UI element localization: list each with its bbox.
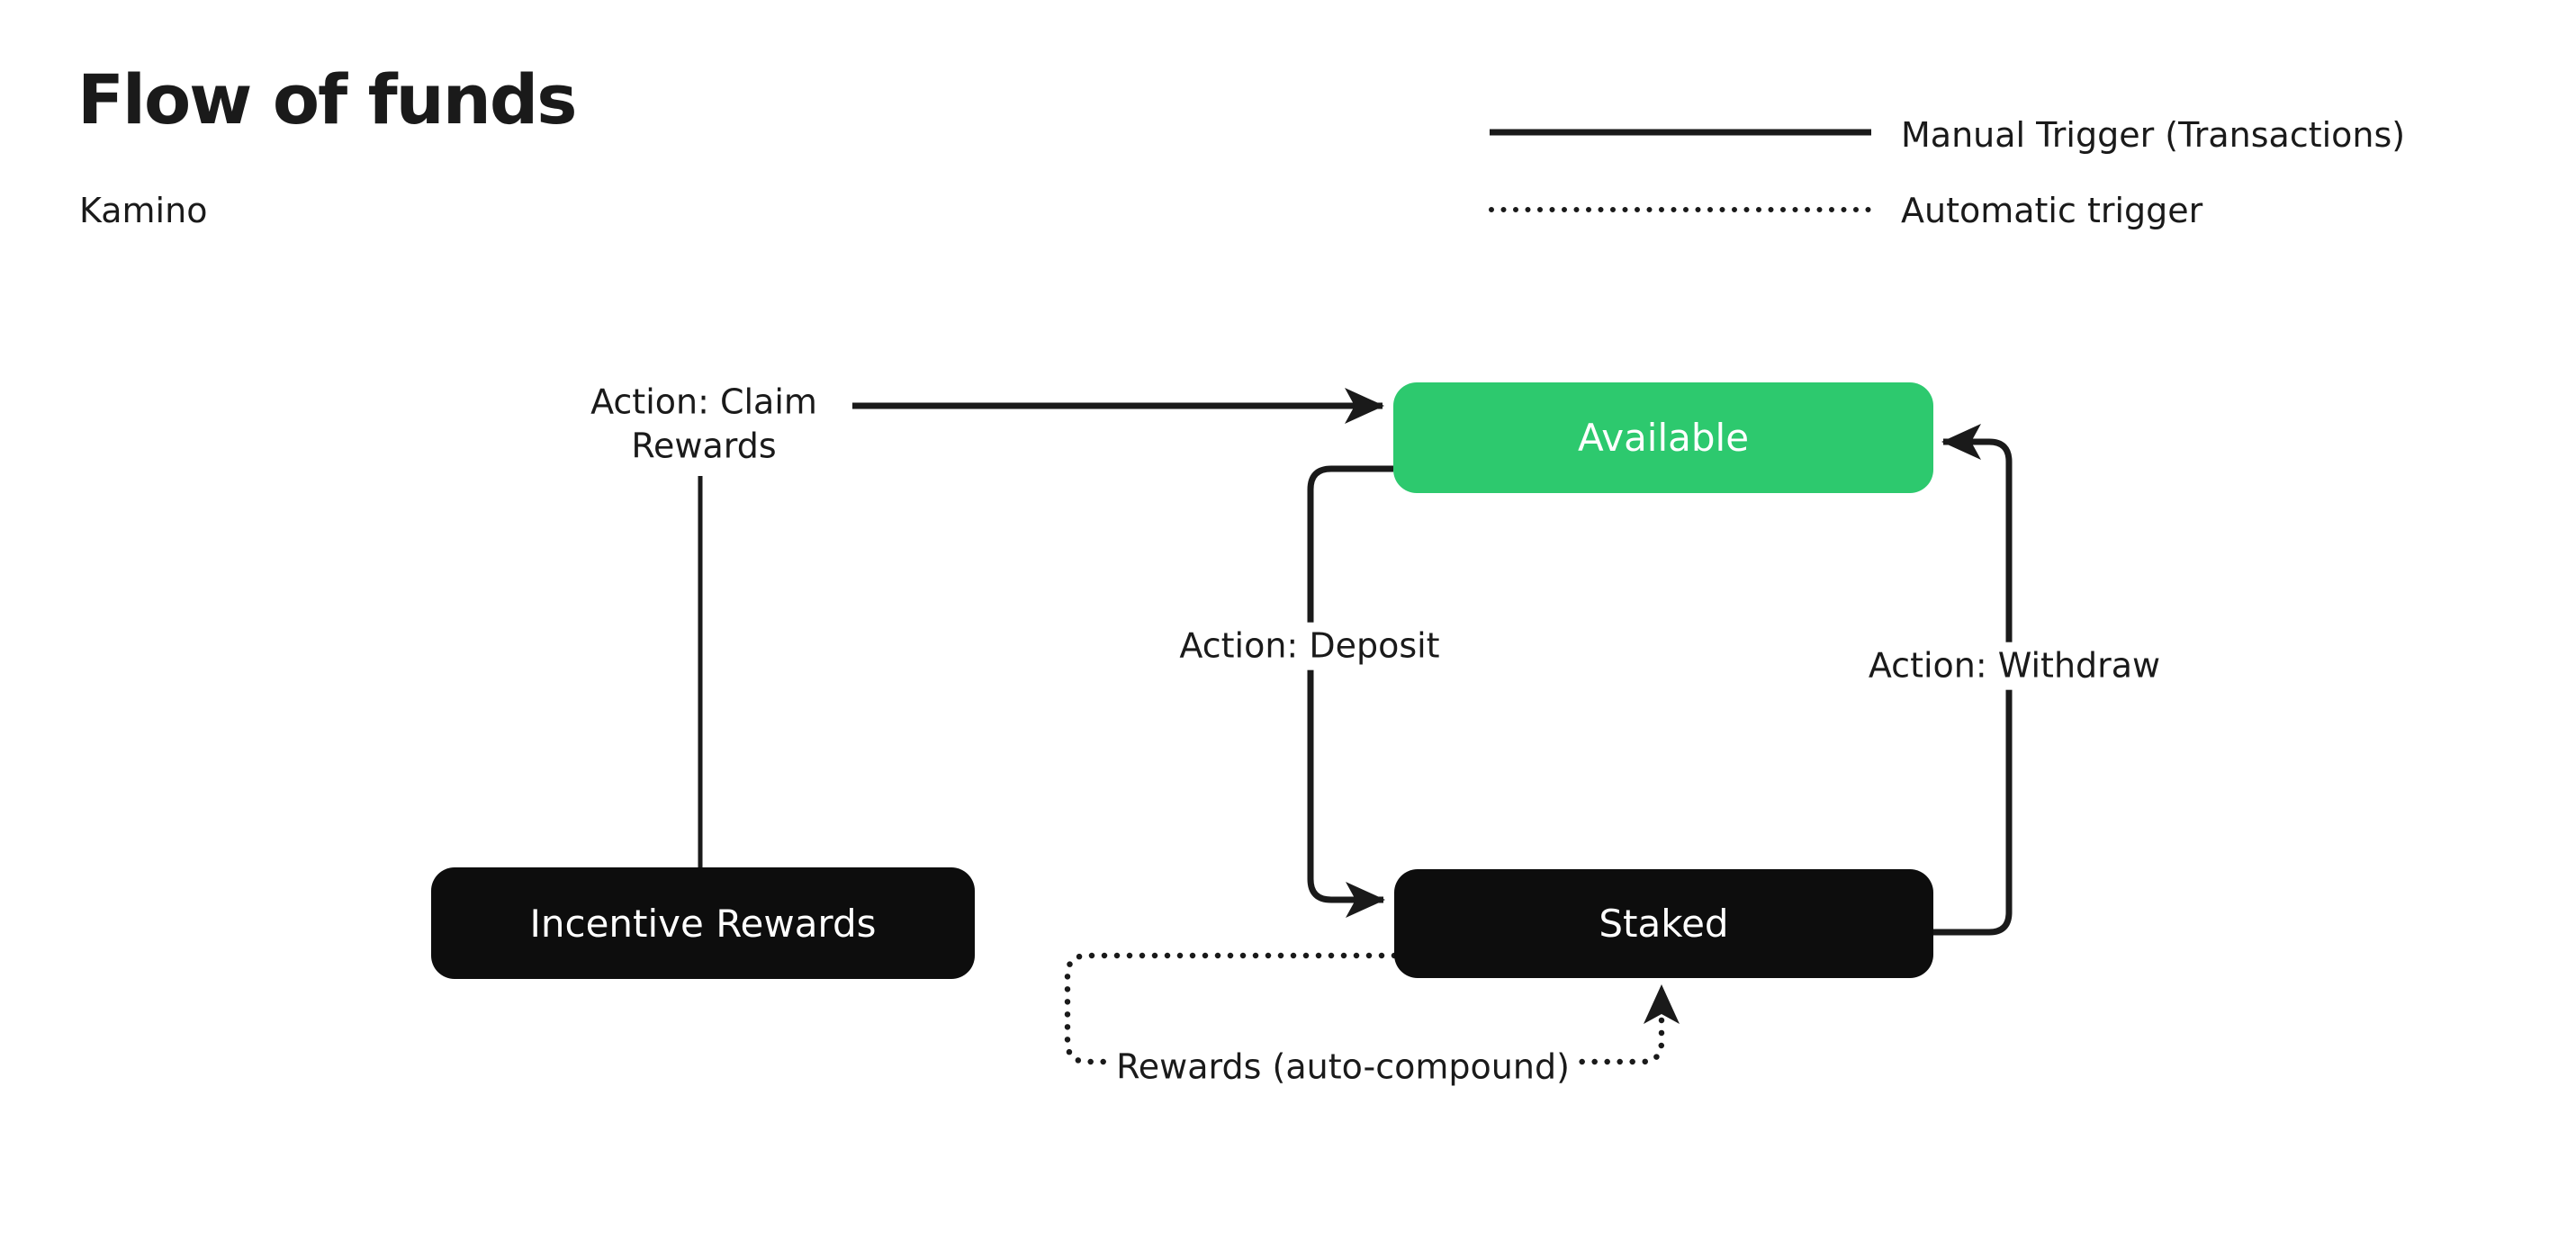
legend-item-automatic-trigger: Automatic trigger	[1901, 191, 2203, 231]
node-incentive-rewards-label: Incentive Rewards	[529, 901, 877, 946]
node-available-label: Available	[1577, 416, 1750, 460]
dotted-line-swatch	[1489, 207, 1874, 212]
edge-label-claim-rewards: Action: Claim Rewards	[555, 380, 852, 468]
node-staked: Staked	[1394, 869, 1933, 978]
page-subtitle: Kamino	[79, 191, 208, 230]
edge-label-auto-compound: Rewards (auto-compound)	[1107, 1043, 1579, 1091]
edge-label-withdraw: Action: Withdraw	[1859, 642, 2170, 690]
edge-label-deposit: Action: Deposit	[1170, 622, 1449, 670]
edge-deposit	[1307, 465, 1393, 918]
legend-item-manual-trigger: Manual Trigger (Transactions)	[1901, 115, 2406, 156]
node-available: Available	[1393, 382, 1933, 493]
node-staked-label: Staked	[1599, 902, 1729, 946]
node-incentive-rewards: Incentive Rewards	[431, 867, 975, 979]
solid-line-swatch	[1490, 129, 1871, 136]
edge-auto-compound	[1064, 952, 1680, 1065]
page-title: Flow of funds	[77, 59, 577, 139]
